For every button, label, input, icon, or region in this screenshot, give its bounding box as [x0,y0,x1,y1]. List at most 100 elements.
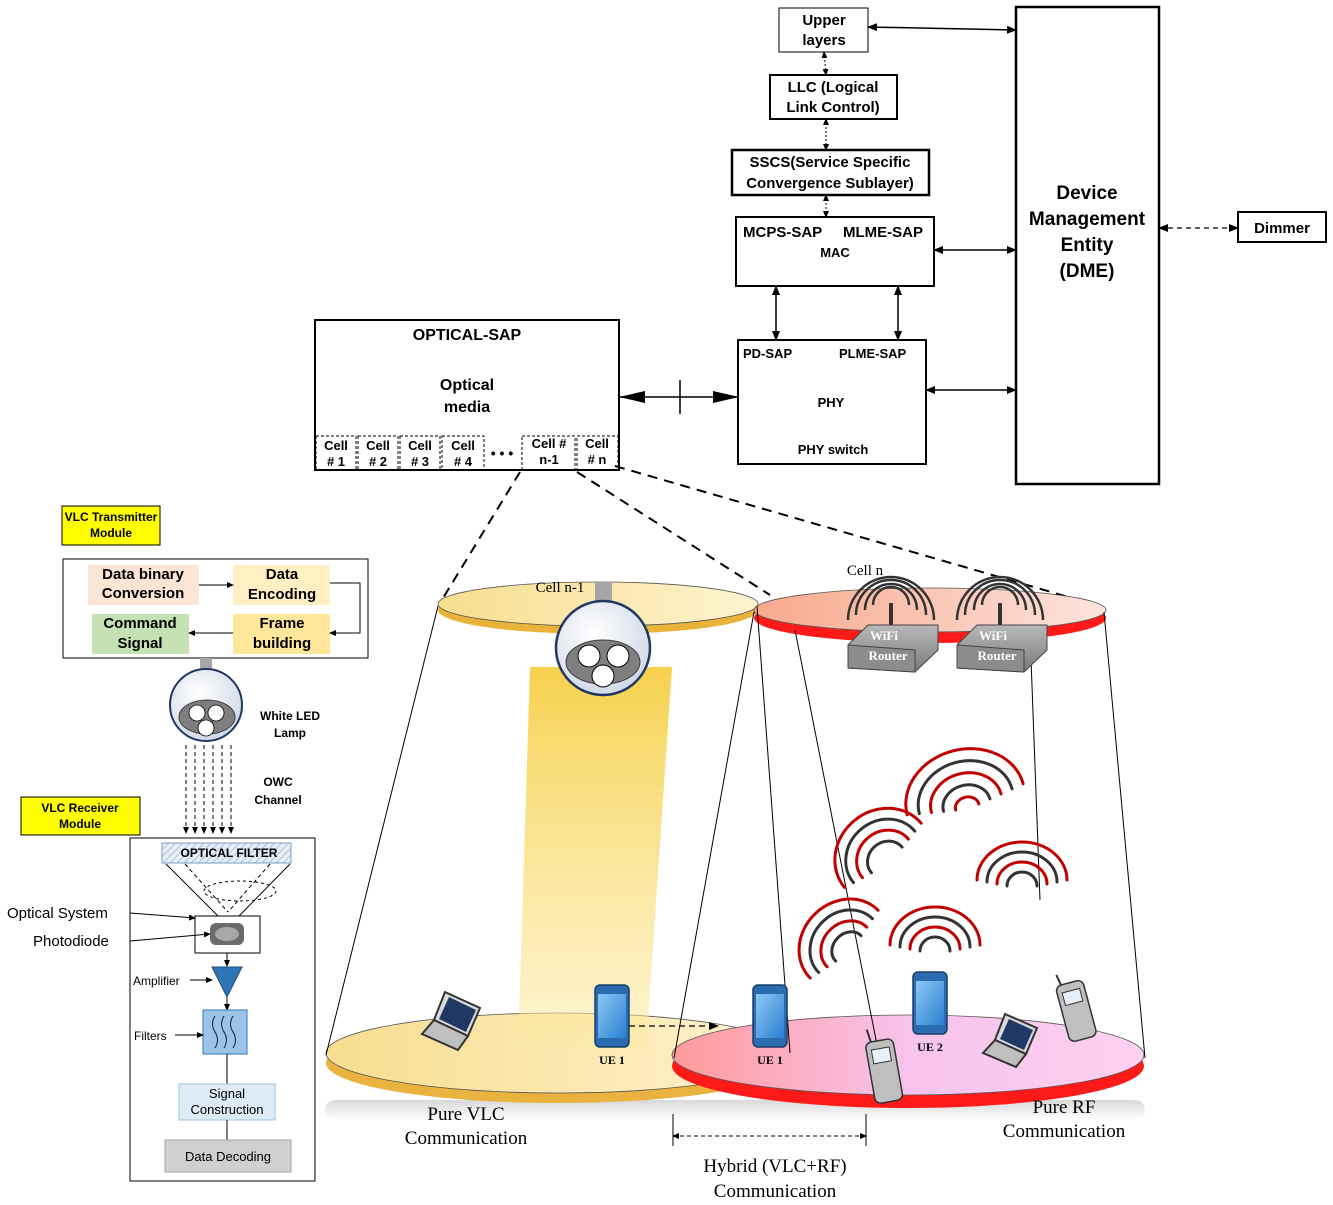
cell-boxes [315,435,619,471]
data-binary-label-1: Data binary [102,566,184,583]
plme-sap-label: PLME-SAP [839,346,907,361]
vlc-transmitter-title: VLC Transmitter Module [61,505,161,546]
wifi-1-label-2: Router [869,648,908,663]
data-binary-label-2: Conversion [102,585,185,602]
pure-rf-label-1: Pure RF [1033,1097,1096,1118]
sscs-label-1: SSCS(Service Specific [750,154,911,171]
tx-title-2: Module [90,526,132,540]
upper-layers-label-2: layers [802,32,845,49]
data-encoding-label-1: Data [266,566,299,583]
command-signal-label-2: Signal [117,635,162,652]
cell-n-1-label-2: n-1 [539,452,559,467]
dme-label-3: Entity [1061,235,1114,256]
vlc-receiver-title: VLC Receiver Module [20,796,141,836]
data-binary-box [88,565,199,605]
owc-channel-label-2: Channel [254,793,301,807]
cell-box-n [576,435,619,471]
optical-media-label-1: Optical [440,377,494,394]
cell-4-label-1: Cell [451,438,475,453]
photodiode-pointer [129,931,211,942]
rf-wave-icon-3 [975,840,1069,888]
pure-vlc-label-2: Communication [405,1128,528,1149]
mac-box: MCPS-SAP MLME-SAP MAC [735,216,935,287]
cell-n-label-1: Cell [585,436,609,451]
upper-layers-box: Upper layers [778,7,869,53]
feature-phone-icon-1 [865,1029,904,1104]
upper-dme-link [867,23,1017,34]
amplifier-icon [211,966,243,999]
photodiode-label: Photodiode [33,933,109,950]
owc-channel-arrows [183,745,234,834]
amplifier-label: Amplifier [133,974,180,988]
white-led-lamp-label-2: Lamp [274,726,306,740]
frame-building-label-1: Frame [259,615,304,632]
cell-2-label-2: # 2 [369,454,387,469]
laptop-icon-2 [981,1012,1039,1069]
cell-3-label-1: Cell [408,438,432,453]
dme-label-1: Device [1056,183,1117,204]
wifi-router-icon-2: WiFi Router [955,575,1048,673]
cell-ellipsis: • • • [491,445,514,461]
owc-channel-label-1: OWC [263,775,293,789]
cell-box-3 [399,435,441,471]
vlc-transmitter-box: Data binary Conversion Data Encoding Com… [62,558,369,659]
llc-label-2: Link Control) [786,99,879,116]
data-decoding-box [164,1139,292,1173]
zoom-line-1 [439,471,521,604]
stack-connectors [619,23,1239,414]
pd-sap-label: PD-SAP [743,346,792,361]
wifi-router-icon-1: WiFi Router [846,575,939,673]
ue1-hybrid-label: UE 1 [757,1053,783,1067]
cell-cone-lines [325,605,1146,1061]
vlc-light-beam [518,667,672,1050]
cell-box-n-1 [521,435,576,471]
optical-filter-label: OPTICAL FILTER [181,846,278,860]
optical-system-label: Optical System [7,905,108,922]
dme-label-4: (DME) [1060,261,1115,282]
smartphone-icon-ue1-hybrid [752,984,788,1048]
upper-layers-label-1: Upper [802,12,846,29]
rf-wave-icon-1 [904,747,1025,817]
hybrid-label-1: Hybrid (VLC+RF) [703,1156,846,1177]
wifi-1-label-1: WiFi [870,628,898,643]
filters-label: Filters [134,1029,167,1043]
cell-n-1-label-1: Cell # [532,436,567,451]
signal-construction-label-1: Signal [209,1086,245,1101]
optical-sap-box: OPTICAL-SAP Optical media Cell # 1 Cell … [314,319,620,471]
mcps-sap-label: MCPS-SAP [743,224,822,241]
zoom-line-2 [576,471,771,596]
data-encoding-label-2: Encoding [248,586,316,603]
sscs-box: SSCS(Service Specific Convergence Sublay… [730,148,931,197]
pure-rf-label-2: Communication [1003,1121,1126,1142]
smartphone-icon-ue1-vlc [594,984,630,1048]
hybrid-label-2: Communication [714,1181,837,1202]
cell-n-scene-label: Cell n [847,563,884,579]
white-led-lamp-icon [169,658,243,742]
rf-wave-icon-4 [797,897,880,980]
wifi-2-label-2: Router [978,648,1017,663]
rf-wave-icons [797,747,1069,980]
dme-box: Device Management Entity (DME) [1014,5,1161,486]
pure-vlc-label-1: Pure VLC [427,1104,504,1125]
command-signal-label-1: Command [103,615,176,632]
ue1-vlc-label: UE 1 [599,1053,625,1067]
mlme-sap-label: MLME-SAP [843,224,923,241]
cell-1-label-2: # 1 [327,454,345,469]
wifi-2-label-1: WiFi [979,628,1007,643]
phy-switch-label: PHY switch [798,442,869,457]
rf-wave-icon-5 [888,905,982,953]
vlc-receiver-box: OPTICAL FILTER Signal Construction Da [129,837,316,1182]
zoom-lines [439,465,1104,608]
rx-title-2: Module [59,817,101,831]
cell-3-label-2: # 3 [411,454,429,469]
mac-label: MAC [820,245,850,260]
cell-n-1-scene-label: Cell n-1 [536,580,585,596]
laptop-icon-1 [420,990,482,1052]
ceiling-led-lamp-icon [554,582,652,697]
optical-sap-title: OPTICAL-SAP [413,327,522,344]
cell-2-label-1: Cell [366,438,390,453]
data-encoding-box [233,565,330,605]
white-led-lamp-label-1: White LED [260,709,320,723]
llc-label-1: LLC (Logical [788,79,879,96]
